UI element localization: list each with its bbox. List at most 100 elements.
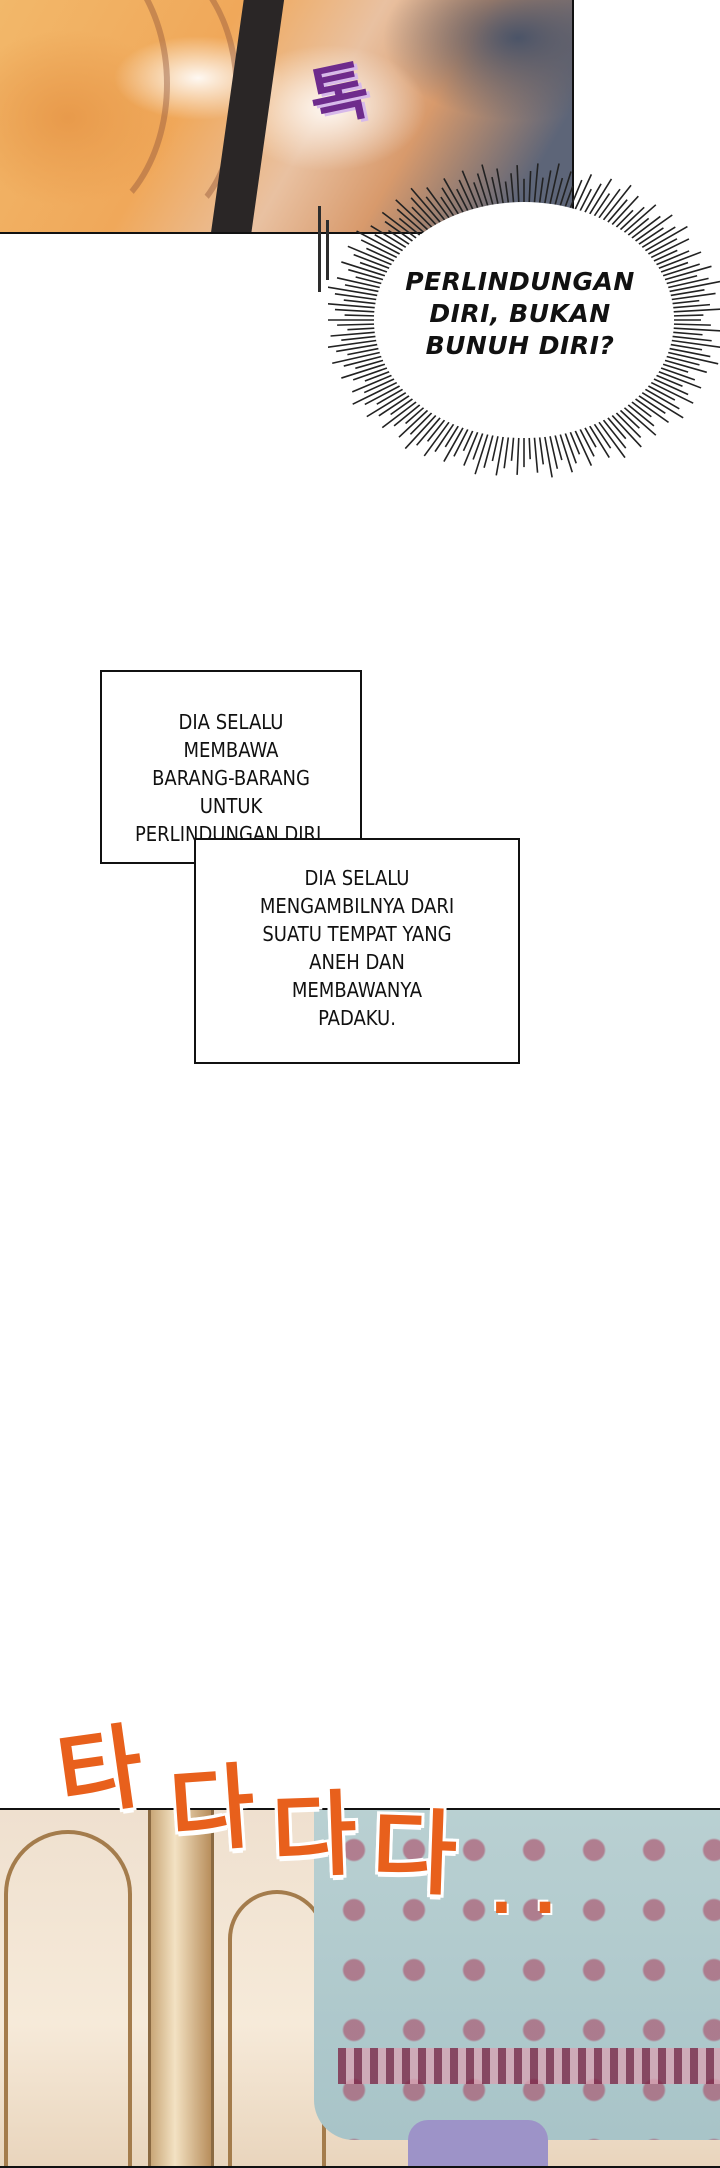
door-arch — [228, 1890, 326, 2166]
burst-spike — [666, 274, 698, 285]
burst-spike — [647, 238, 678, 255]
burst-spike — [462, 430, 474, 452]
burst-spike — [670, 343, 703, 351]
burst-spike — [381, 401, 417, 429]
burst-spike — [359, 261, 388, 273]
burst-spike — [627, 217, 650, 236]
burst-spike — [405, 407, 425, 425]
burst-spike — [411, 206, 433, 228]
burst-spike — [330, 331, 375, 337]
running-sfx-char: 다 — [370, 1798, 459, 1909]
burst-spike — [332, 351, 380, 365]
burst-spike — [533, 163, 539, 203]
burst-spike — [491, 176, 499, 204]
burst-spike — [356, 230, 401, 255]
burst-spike — [425, 196, 446, 221]
burst-spike — [366, 247, 395, 262]
running-sfx-char: 타 — [50, 1712, 150, 1831]
burst-spike — [352, 367, 388, 381]
burst-spike — [673, 314, 704, 317]
shout-line: DIRI, BUKAN — [429, 299, 611, 328]
burst-spike — [458, 179, 474, 210]
burst-spike — [554, 177, 564, 205]
burst-spike — [355, 359, 384, 370]
narration-line: DIA SELALU — [178, 710, 284, 734]
burst-spike — [549, 436, 559, 469]
burst-spike — [660, 367, 696, 381]
burst-spike — [544, 170, 552, 204]
burst-spike — [607, 199, 628, 223]
burst-spike — [670, 289, 705, 297]
burst-spike — [673, 303, 711, 309]
burst-spike — [528, 170, 532, 203]
shoe — [408, 2120, 548, 2166]
burst-spike — [653, 249, 678, 262]
burst-spike — [638, 227, 664, 245]
burst-spike — [611, 195, 639, 226]
burst-spike — [363, 378, 395, 394]
burst-spike — [664, 265, 712, 281]
narration-line: PADAKU. — [318, 1006, 396, 1030]
burst-spike — [673, 323, 711, 326]
burst-spike — [328, 302, 375, 309]
burst-spike — [615, 412, 642, 439]
burst-spike — [635, 214, 673, 242]
burst-spike — [584, 427, 597, 448]
burst-spike — [360, 239, 398, 259]
burst-spike — [564, 433, 577, 464]
burst-spike — [426, 419, 446, 442]
burst-spike — [410, 187, 441, 223]
burst-spike — [574, 174, 593, 210]
burst-spike — [662, 263, 700, 277]
burst-spike — [516, 165, 520, 203]
burst-spike — [644, 225, 688, 252]
burst-spike — [549, 163, 560, 204]
burst-spike — [426, 187, 450, 219]
burst-spike — [352, 381, 398, 405]
burst-spike — [463, 431, 479, 466]
burst-spike — [569, 431, 581, 455]
burst-spike — [672, 299, 700, 305]
burst-spike — [647, 385, 676, 401]
tap-sound-effect: 톡 — [302, 53, 376, 139]
burst-spike — [341, 363, 386, 379]
burst-spike — [398, 217, 421, 236]
burst-spike — [381, 211, 417, 239]
burst-spike — [341, 261, 386, 277]
burst-spike — [559, 171, 572, 206]
burst-spike — [593, 193, 611, 217]
burst-spike — [611, 414, 642, 448]
speed-line — [326, 220, 329, 280]
burst-spike — [598, 421, 626, 459]
burst-spike — [589, 178, 613, 215]
burst-spike — [472, 433, 484, 460]
shout-speech-bubble — [328, 163, 720, 478]
burst-spike — [443, 178, 464, 213]
running-sfx-dots: . . — [490, 1858, 557, 1928]
shout-line: BUNUH DIRI? — [425, 331, 615, 360]
burst-spike — [635, 398, 670, 424]
narration-box-2: DIA SELALU MENGAMBILNYA DARI SUATU TEMPA… — [194, 838, 520, 1064]
burst-spike — [510, 437, 515, 461]
burst-spike — [503, 437, 510, 469]
burst-spike — [336, 343, 378, 353]
burst-spike — [569, 179, 583, 209]
burst-spike — [344, 284, 379, 293]
burst-spike — [387, 229, 410, 245]
burst-spike — [336, 277, 380, 289]
dress-lace-trim — [338, 2048, 720, 2084]
running-sfx-char: 다 — [166, 1753, 259, 1866]
burst-spike — [538, 437, 545, 465]
burst-spike — [410, 197, 437, 226]
burst-spike — [662, 363, 689, 373]
burst-spike — [474, 434, 489, 475]
burst-spike — [343, 299, 376, 305]
burst-spike — [504, 181, 510, 203]
burst-spike — [434, 423, 455, 453]
burst-spike — [409, 412, 433, 435]
burst-spike — [370, 225, 407, 249]
narration-line: MEMBAWANYA — [291, 978, 423, 1002]
burst-spike — [378, 395, 410, 417]
burst-spike — [669, 280, 720, 293]
pillar — [148, 1810, 214, 2166]
